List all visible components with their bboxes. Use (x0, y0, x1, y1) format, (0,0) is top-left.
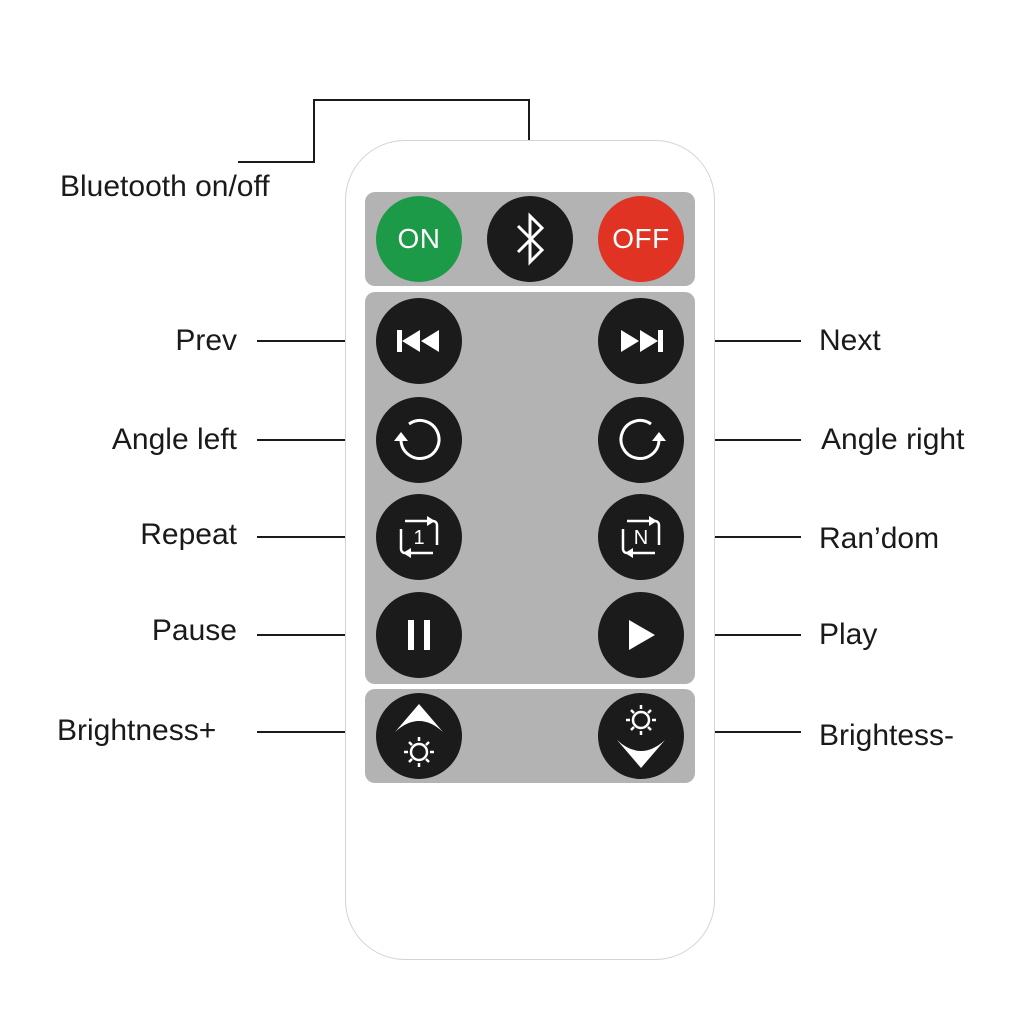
rotate-right-icon (619, 419, 666, 460)
play-icon (629, 620, 655, 650)
play-label: Play (819, 618, 878, 651)
brightness-down-label: Brightess- (819, 719, 955, 752)
next-label: Next (819, 324, 881, 357)
bluetooth-label: Bluetooth on/off (60, 170, 270, 203)
shuffle-icon: N (621, 516, 661, 558)
brightness-up-label: Brightness+ (57, 714, 217, 747)
random-button[interactable]: N (598, 494, 684, 580)
prev-label: Prev (175, 324, 237, 357)
angle-right-button[interactable] (598, 397, 684, 483)
random-label: Ran’dom (819, 522, 940, 555)
pause-label: Pause (151, 614, 237, 647)
next-button[interactable] (598, 298, 684, 384)
prev-button[interactable] (376, 298, 462, 384)
rotate-left-icon (394, 419, 441, 460)
angle-left-button[interactable] (376, 397, 462, 483)
repeat-button[interactable]: 1 (376, 494, 462, 580)
brightness-down-button[interactable] (598, 693, 684, 779)
random-n-label: N (634, 527, 648, 549)
bluetooth-icon (516, 212, 545, 266)
brightness-up-icon (395, 704, 443, 767)
pause-button[interactable] (376, 592, 462, 678)
repeat-label: Repeat (140, 518, 237, 551)
angle-left-label: Angle left (111, 423, 237, 456)
on-button-label: ON (397, 223, 441, 254)
brightness-down-icon (617, 705, 665, 768)
skip-forward-icon (621, 330, 663, 352)
repeat-one-label: 1 (413, 527, 424, 549)
on-button[interactable]: ON (376, 196, 462, 282)
off-button-label: OFF (612, 223, 670, 254)
pause-icon (408, 620, 430, 650)
off-button[interactable]: OFF (598, 196, 684, 282)
angle-right-label: Angle right (821, 423, 965, 456)
skip-back-icon (397, 330, 439, 352)
brightness-up-button[interactable] (376, 693, 462, 779)
play-button[interactable] (598, 592, 684, 678)
bluetooth-button[interactable] (487, 196, 573, 282)
repeat-one-icon: 1 (399, 516, 439, 558)
